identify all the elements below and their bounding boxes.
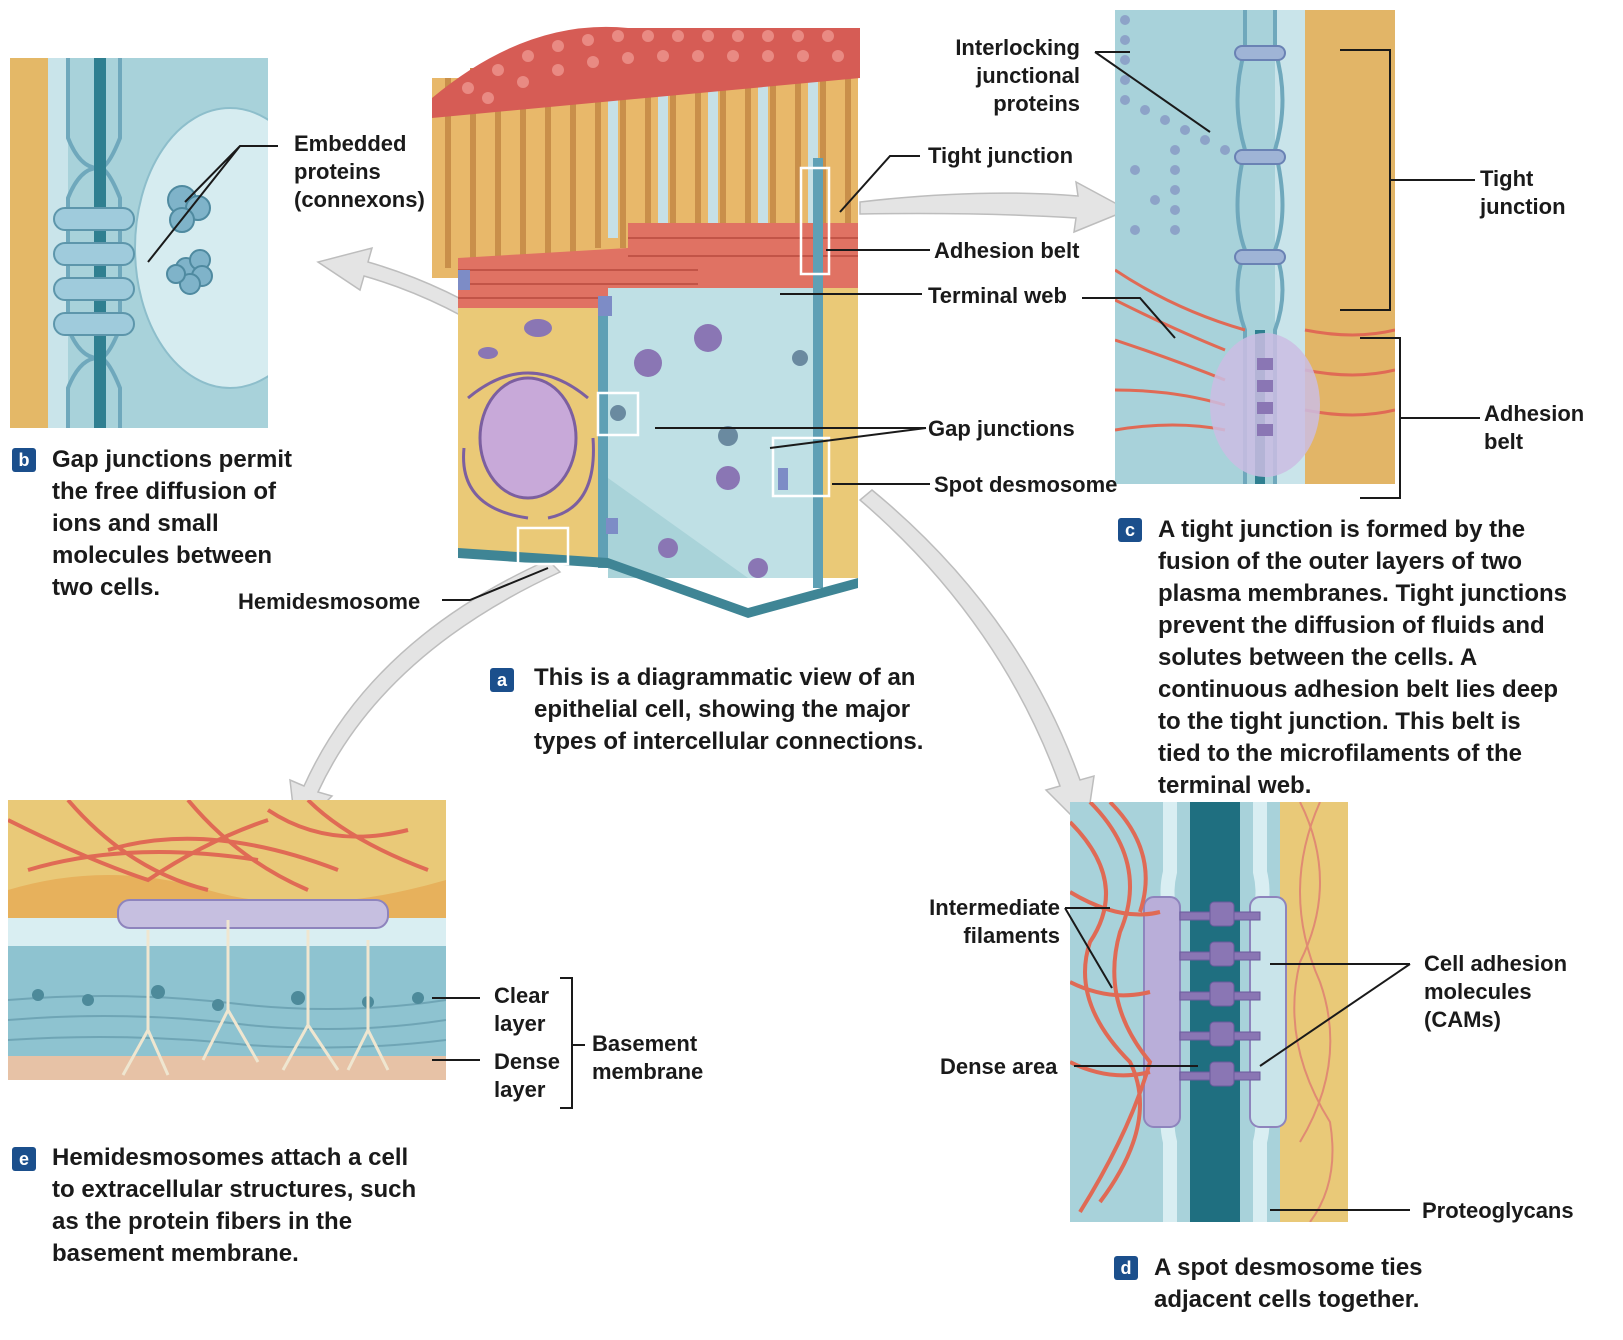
caption-line: two cells. — [52, 572, 292, 604]
caption-line: epithelial cell, showing the major — [534, 694, 923, 726]
label-line: Embedded — [294, 130, 425, 158]
label-spot-desmosome: Spot desmosome — [934, 471, 1117, 499]
caption-e: Hemidesmosomes attach a cell to extracel… — [52, 1142, 416, 1270]
leader-embedded-proteins — [148, 146, 278, 262]
label-line: Cell adhesion — [1424, 950, 1567, 978]
caption-line: solutes between the cells. A — [1158, 642, 1567, 674]
label-line: Dense — [494, 1048, 560, 1076]
label-interlocking-proteins: Interlocking junctional proteins — [900, 34, 1080, 118]
caption-line: the free diffusion of — [52, 476, 292, 508]
badge-a: a — [490, 668, 514, 692]
label-line: junction — [1480, 193, 1566, 221]
caption-line: This is a diagrammatic view of an — [534, 662, 923, 694]
label-line: Intermediate — [880, 894, 1060, 922]
caption-line: as the protein fibers in the — [52, 1206, 416, 1238]
caption-line: to extracellular structures, such — [52, 1174, 416, 1206]
leader-intermediate-filaments — [1065, 908, 1112, 988]
badge-b: b — [12, 448, 36, 472]
caption-c: A tight junction is formed by the fusion… — [1158, 514, 1567, 802]
label-embedded-proteins: Embedded proteins (connexons) — [294, 130, 425, 214]
caption-b: Gap junctions permit the free diffusion … — [52, 444, 292, 604]
caption-line: ions and small — [52, 508, 292, 540]
label-tight-junction-c: Tight junction — [1480, 165, 1566, 221]
label-line: filaments — [880, 922, 1060, 950]
label-line: belt — [1484, 428, 1584, 456]
caption-line: A spot desmosome ties — [1154, 1252, 1423, 1284]
label-line: membrane — [592, 1058, 703, 1086]
label-tight-junction-a: Tight junction — [928, 142, 1073, 170]
label-line: layer — [494, 1076, 560, 1104]
label-basement-membrane: Basement membrane — [592, 1030, 703, 1086]
badge-c: c — [1118, 518, 1142, 542]
badge-e: e — [12, 1147, 36, 1171]
caption-d: A spot desmosome ties adjacent cells tog… — [1154, 1252, 1423, 1316]
badge-d: d — [1114, 1256, 1138, 1280]
label-adhesion-belt-c: Adhesion belt — [1484, 400, 1584, 456]
leader-gap-junctions — [655, 428, 926, 448]
label-adhesion-belt-a: Adhesion belt — [934, 237, 1079, 265]
label-cams: Cell adhesion molecules (CAMs) — [1424, 950, 1567, 1034]
label-line: Basement — [592, 1030, 703, 1058]
bracket-tight-junction — [1340, 50, 1475, 310]
caption-line: terminal web. — [1158, 770, 1567, 802]
caption-line: tied to the microfilaments of the — [1158, 738, 1567, 770]
caption-line: prevent the diffusion of fluids and — [1158, 610, 1567, 642]
label-dense-area: Dense area — [940, 1053, 1057, 1081]
leader-cams — [1260, 964, 1410, 1066]
leader-tight-junction-a — [840, 156, 920, 212]
label-line: Adhesion — [1484, 400, 1584, 428]
label-dense-layer: Dense layer — [494, 1048, 560, 1104]
label-line: molecules — [1424, 978, 1567, 1006]
caption-line: to the tight junction. This belt is — [1158, 706, 1567, 738]
label-line: Clear — [494, 982, 549, 1010]
caption-line: continuous adhesion belt lies deep — [1158, 674, 1567, 706]
label-line: (CAMs) — [1424, 1006, 1567, 1034]
label-line: layer — [494, 1010, 549, 1038]
caption-line: A tight junction is formed by the — [1158, 514, 1567, 546]
label-line: Tight — [1480, 165, 1566, 193]
caption-line: fusion of the outer layers of two — [1158, 546, 1567, 578]
leader-interlocking — [1095, 52, 1210, 132]
bracket-adhesion-belt — [1360, 338, 1480, 498]
caption-line: adjacent cells together. — [1154, 1284, 1423, 1316]
bracket-basement — [560, 978, 585, 1108]
caption-line: types of intercellular connections. — [534, 726, 923, 758]
caption-line: Gap junctions permit — [52, 444, 292, 476]
caption-line: plasma membranes. Tight junctions — [1158, 578, 1567, 610]
label-line: junctional — [900, 62, 1080, 90]
label-line: proteins — [294, 158, 425, 186]
label-terminal-web: Terminal web — [928, 282, 1067, 310]
caption-a: This is a diagrammatic view of an epithe… — [534, 662, 923, 758]
caption-line: molecules between — [52, 540, 292, 572]
label-line: (connexons) — [294, 186, 425, 214]
label-gap-junctions: Gap junctions — [928, 415, 1075, 443]
label-line: proteins — [900, 90, 1080, 118]
caption-line: Hemidesmosomes attach a cell — [52, 1142, 416, 1174]
label-line: Interlocking — [900, 34, 1080, 62]
label-proteoglycans: Proteoglycans — [1422, 1197, 1574, 1225]
label-clear-layer: Clear layer — [494, 982, 549, 1038]
caption-line: basement membrane. — [52, 1238, 416, 1270]
label-intermediate-filaments: Intermediate filaments — [880, 894, 1060, 950]
leader-hemidesmosome — [442, 568, 548, 600]
